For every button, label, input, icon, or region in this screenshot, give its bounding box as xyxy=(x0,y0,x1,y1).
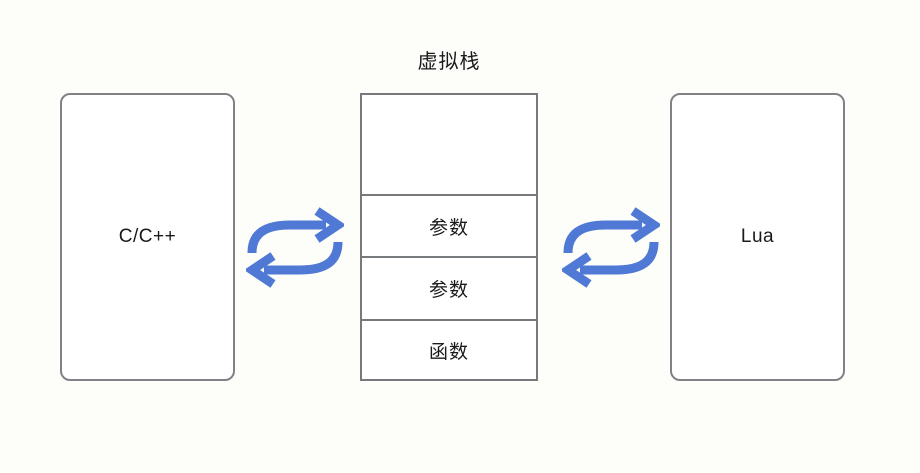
stack-cell-param-2-label: 参数 xyxy=(428,280,469,301)
exchange-arrows-svg-right xyxy=(562,207,660,288)
virtual-stack: 参数 参数 函数 xyxy=(360,93,538,381)
arrow-right-shaft xyxy=(563,220,642,254)
stack-cell-function: 函数 xyxy=(362,321,536,379)
arrow-left-shaft xyxy=(264,241,343,275)
arrow-left-head xyxy=(246,252,276,288)
bidirectional-exchange-icon-right xyxy=(562,205,660,290)
c-cpp-box: C/C++ xyxy=(60,93,235,381)
arrow-right-head xyxy=(630,207,660,243)
arrow-right-head xyxy=(314,207,344,243)
stack-cell-empty xyxy=(362,95,536,196)
arrow-left-shaft xyxy=(580,241,659,275)
stack-cell-function-label: 函数 xyxy=(428,341,469,363)
stack-cell-param-2: 参数 xyxy=(362,258,536,321)
stack-cell-param-1-label: 参数 xyxy=(428,217,469,239)
arrow-right-shaft xyxy=(247,220,326,254)
stack-cell-param-1: 参数 xyxy=(362,196,536,258)
bidirectional-exchange-icon-left xyxy=(246,205,344,290)
c-cpp-box-label: C/C++ xyxy=(118,226,177,247)
stack-title: 虚拟栈 xyxy=(417,51,481,73)
exchange-arrows-svg-left xyxy=(246,207,344,288)
lua-box: Lua xyxy=(670,93,845,381)
arrow-left-head xyxy=(562,252,592,288)
lua-box-label: Lua xyxy=(740,226,775,247)
